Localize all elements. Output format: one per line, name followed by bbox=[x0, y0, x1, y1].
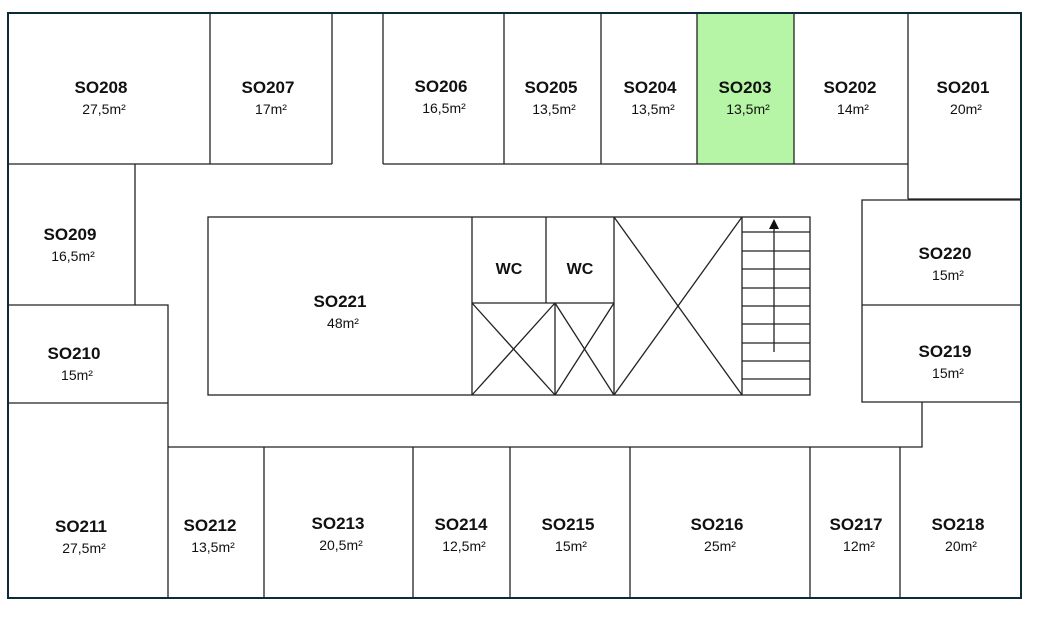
room-so216[interactable]: SO216 25m² bbox=[691, 514, 744, 556]
room-so217[interactable]: SO217 12m² bbox=[830, 514, 883, 556]
room-so220[interactable]: SO220 15m² bbox=[919, 243, 972, 285]
room-name: SO221 bbox=[313, 292, 367, 311]
room-area: 16,5m² bbox=[51, 248, 95, 264]
room-so203-fill[interactable] bbox=[697, 13, 794, 164]
room-name: SO218 bbox=[931, 515, 985, 534]
room-area: 13,5m² bbox=[191, 539, 235, 555]
room-so202[interactable]: SO202 14m² bbox=[824, 77, 877, 119]
room-so214[interactable]: SO214 12,5m² bbox=[435, 514, 488, 556]
room-area: 13,5m² bbox=[726, 101, 770, 117]
room-name: SO207 bbox=[241, 78, 295, 97]
room-so211[interactable]: SO211 27,5m² bbox=[55, 516, 107, 558]
room-name: SO211 bbox=[55, 517, 107, 536]
room-area: 15m² bbox=[61, 367, 93, 383]
room-name: SO214 bbox=[434, 515, 488, 534]
room-area: 48m² bbox=[327, 315, 359, 331]
room-area: 20,5m² bbox=[319, 537, 363, 553]
room-area: 15m² bbox=[932, 365, 964, 381]
room-so203[interactable]: SO203 13,5m² bbox=[719, 77, 772, 119]
wc-1[interactable]: WC bbox=[495, 261, 523, 278]
room-name: SO204 bbox=[623, 78, 677, 97]
room-name: SO201 bbox=[936, 78, 990, 97]
room-area: 13,5m² bbox=[631, 101, 675, 117]
room-so201[interactable]: SO201 20m² bbox=[937, 77, 990, 119]
room-so213[interactable]: SO213 20,5m² bbox=[312, 513, 365, 555]
room-so209[interactable]: SO209 16,5m² bbox=[44, 224, 97, 266]
room-name: SO203 bbox=[718, 78, 772, 97]
outer-wall bbox=[7, 12, 1022, 599]
room-area: 12m² bbox=[843, 538, 875, 554]
room-name: SO205 bbox=[524, 78, 578, 97]
room-area: 12,5m² bbox=[442, 538, 486, 554]
room-name: SO208 bbox=[74, 78, 128, 97]
room-area: 15m² bbox=[932, 267, 964, 283]
room-so205[interactable]: SO205 13,5m² bbox=[525, 77, 578, 119]
room-area: 20m² bbox=[945, 538, 977, 554]
room-name: SO220 bbox=[918, 244, 972, 263]
room-so215[interactable]: SO215 15m² bbox=[542, 514, 595, 556]
room-area: 27,5m² bbox=[82, 101, 126, 117]
room-area: 17m² bbox=[255, 101, 287, 117]
wc-2[interactable]: WC bbox=[566, 261, 594, 278]
room-so206[interactable]: SO206 16,5m² bbox=[415, 76, 468, 118]
room-area: 16,5m² bbox=[422, 100, 466, 116]
room-so221[interactable]: SO221 48m² bbox=[314, 291, 367, 333]
room-area: 15m² bbox=[555, 538, 587, 554]
room-so210[interactable]: SO210 15m² bbox=[48, 343, 101, 385]
room-so212[interactable]: SO212 13,5m² bbox=[184, 515, 237, 557]
stair-arrow-icon bbox=[769, 219, 779, 229]
room-area: 13,5m² bbox=[532, 101, 576, 117]
room-name: SO212 bbox=[183, 516, 237, 535]
room-area: 14m² bbox=[837, 101, 869, 117]
room-name: SO219 bbox=[918, 342, 972, 361]
room-name: SO216 bbox=[690, 515, 744, 534]
room-name: SO202 bbox=[823, 78, 877, 97]
room-area: 25m² bbox=[704, 538, 736, 554]
room-area: 20m² bbox=[950, 101, 982, 117]
room-name: SO210 bbox=[47, 344, 101, 363]
room-name: SO206 bbox=[414, 77, 468, 96]
room-name: SO213 bbox=[311, 514, 365, 533]
room-so218[interactable]: SO218 20m² bbox=[932, 514, 985, 556]
room-so208[interactable]: SO208 27,5m² bbox=[75, 77, 128, 119]
room-so219[interactable]: SO219 15m² bbox=[919, 341, 972, 383]
room-name: SO209 bbox=[43, 225, 97, 244]
room-name: SO217 bbox=[829, 515, 883, 534]
room-name: SO215 bbox=[541, 515, 595, 534]
room-area: 27,5m² bbox=[62, 540, 106, 556]
room-so207[interactable]: SO207 17m² bbox=[242, 77, 295, 119]
room-so204[interactable]: SO204 13,5m² bbox=[624, 77, 677, 119]
